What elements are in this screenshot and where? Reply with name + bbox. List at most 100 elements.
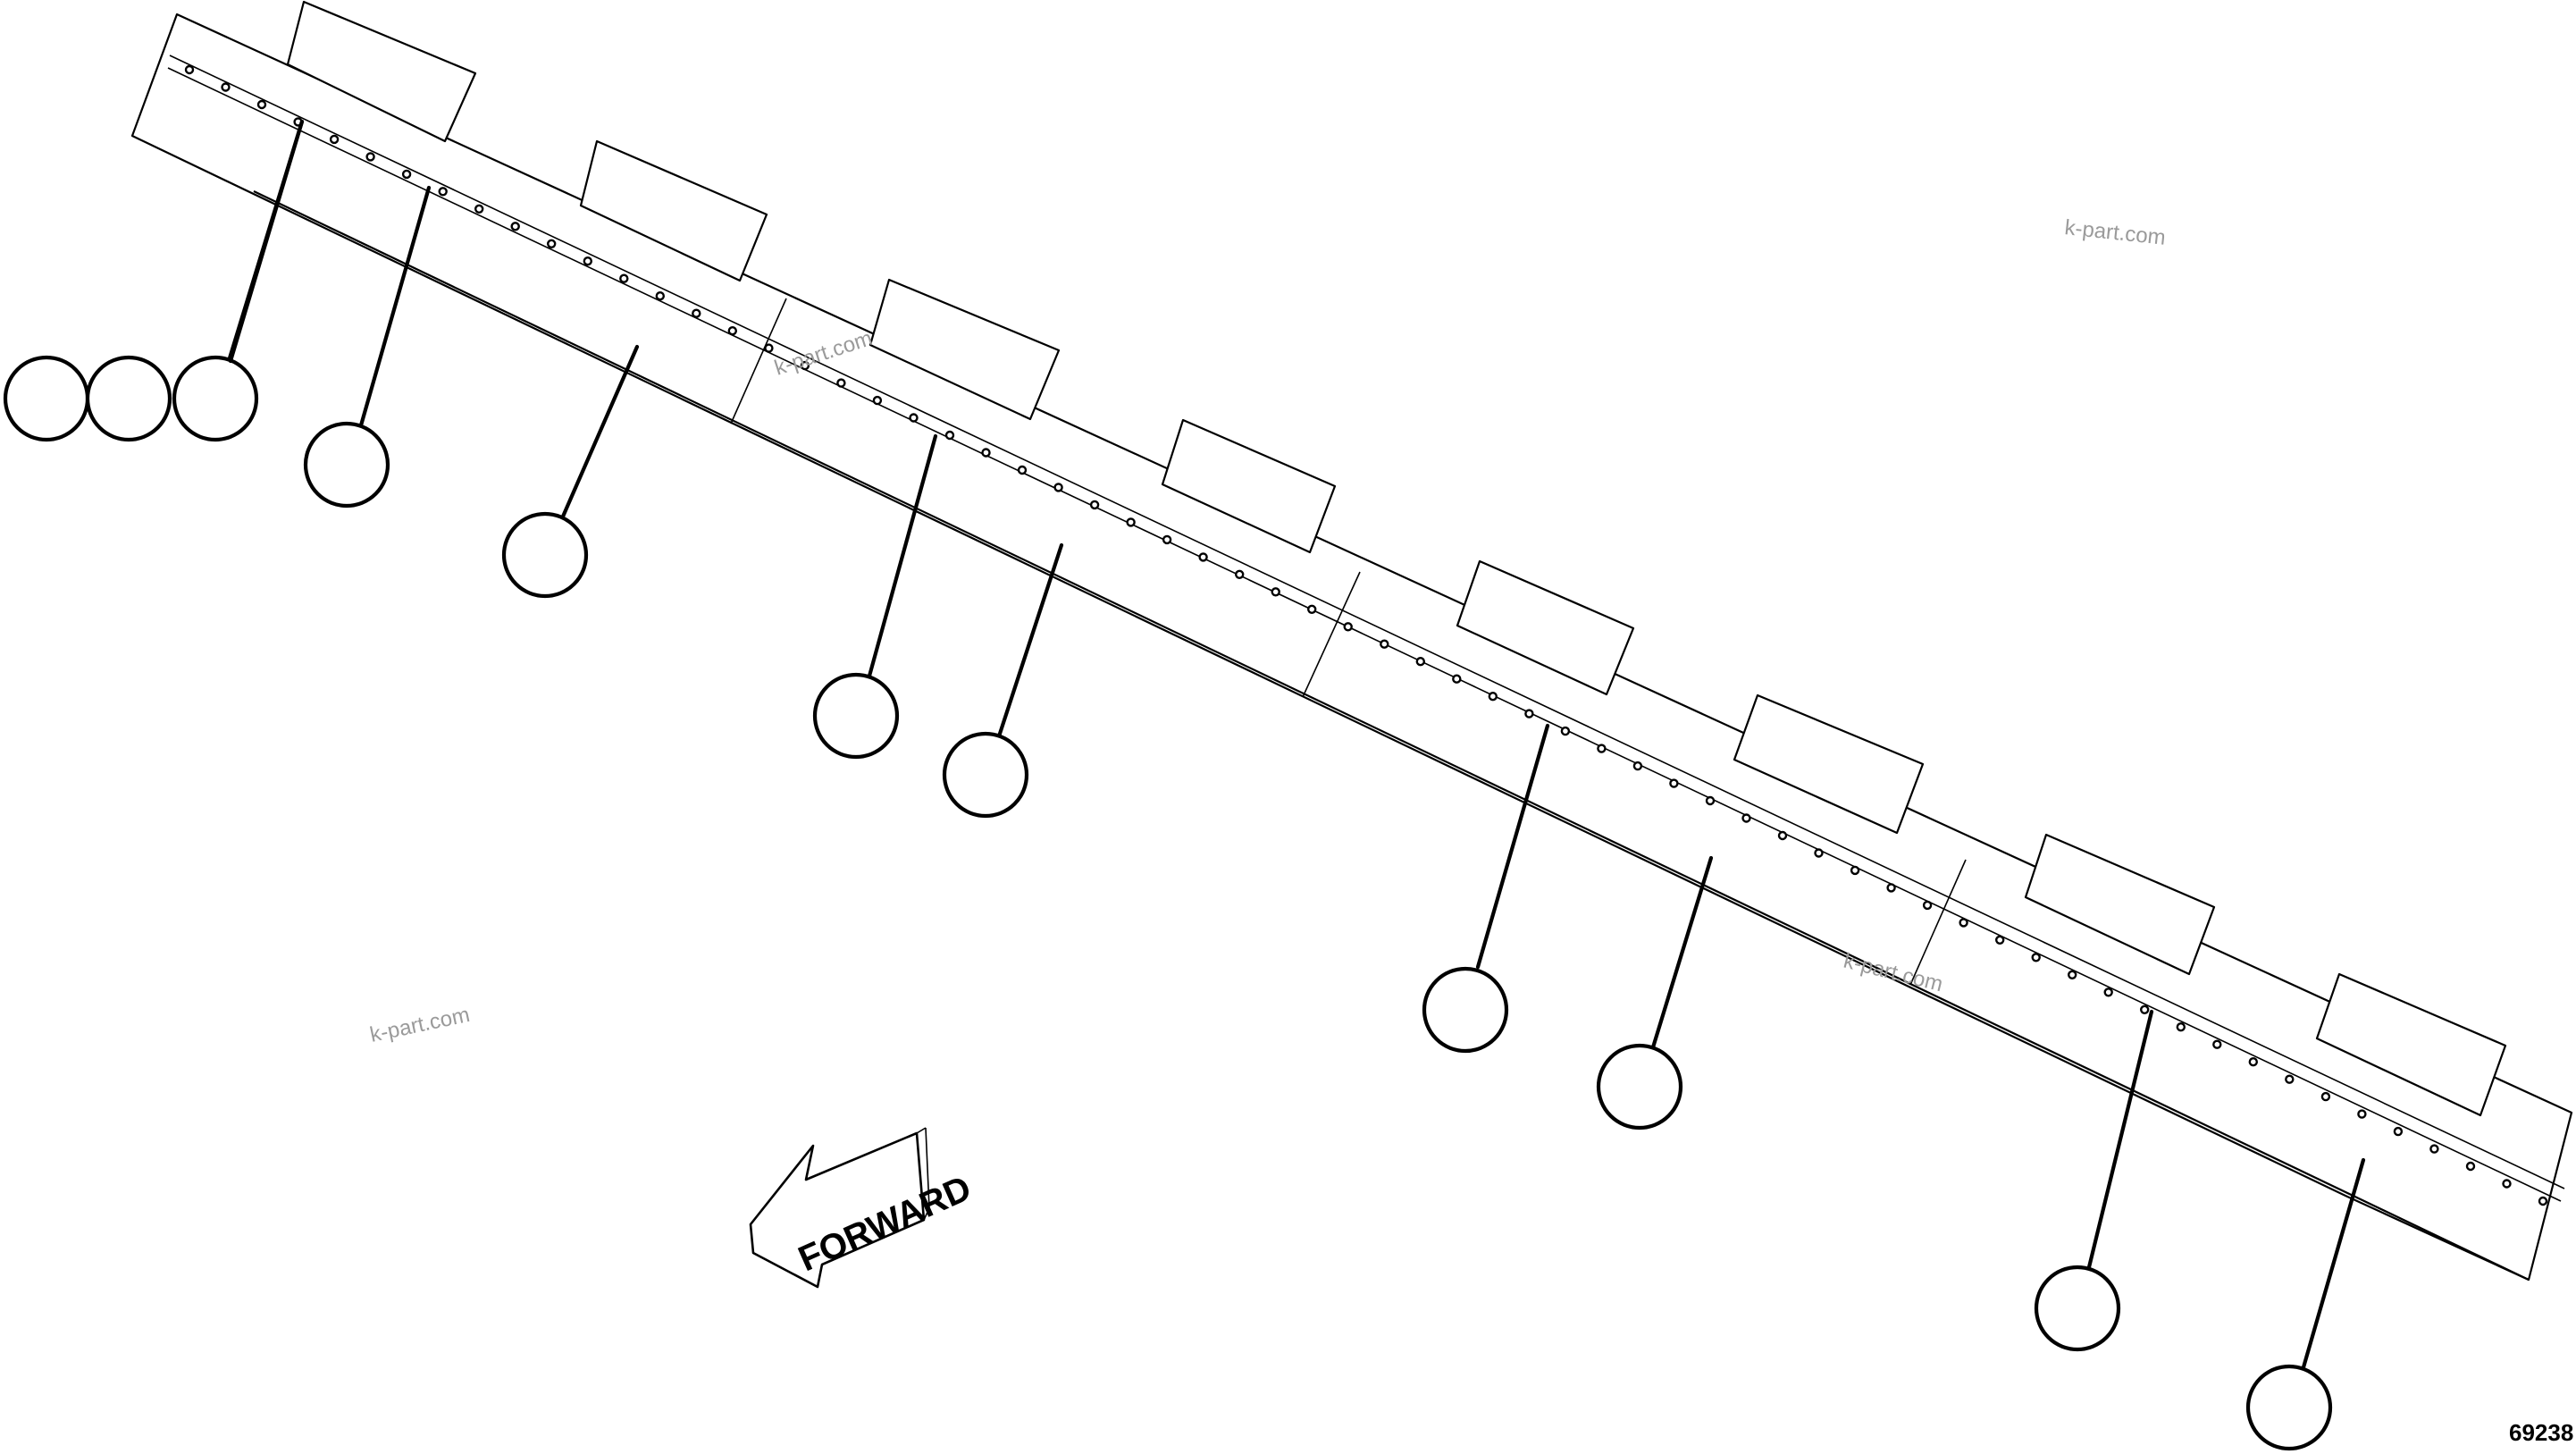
rail-hole	[2538, 1196, 2548, 1206]
leader-line	[560, 344, 640, 519]
rail-hole	[764, 343, 774, 353]
rail-hole	[2285, 1074, 2295, 1084]
rail-hole	[221, 82, 231, 92]
mounting-plate	[2315, 972, 2507, 1117]
rail-hole	[909, 413, 919, 423]
rail-hole	[1306, 604, 1317, 614]
rail-hole	[1271, 587, 1280, 597]
rail-hole	[981, 448, 991, 458]
watermark-text: k-part.com	[1842, 949, 1946, 997]
rail-hole	[692, 308, 701, 318]
rail-hole	[727, 326, 737, 336]
rail-hole	[1488, 692, 1498, 702]
rail-hole	[1198, 552, 1208, 562]
rail-hole	[2357, 1109, 2367, 1119]
rail-hole	[944, 430, 955, 441]
rail-hole	[256, 99, 267, 110]
rail-hole	[1089, 500, 1100, 510]
mounting-plate	[579, 139, 768, 282]
callout-circle	[812, 672, 900, 760]
rail-hole	[1343, 622, 1353, 632]
mounting-plates	[286, 0, 2507, 1117]
rail-inner-bottom-line	[167, 67, 2562, 1202]
leader-line	[358, 185, 432, 428]
rail-hole	[1850, 865, 1860, 876]
rail-hole	[474, 204, 484, 214]
figure-number: 69238	[2509, 1419, 2573, 1446]
rail-hole	[1777, 830, 1788, 841]
rail-hole	[1959, 918, 1968, 928]
forward-arrow-bevel	[925, 1127, 930, 1209]
rail-hole	[800, 360, 810, 371]
segment-joint-3	[1909, 859, 1967, 986]
rail-hole	[2212, 1039, 2222, 1049]
rail-hole	[1126, 517, 1136, 527]
watermark-text: k-part.com	[772, 326, 876, 381]
callout-circle	[2034, 1265, 2121, 1352]
rail-hole	[401, 169, 412, 180]
rail-hole	[2031, 953, 2041, 962]
rail-inner-top-line	[169, 55, 2565, 1189]
rail-hole	[2465, 1161, 2476, 1172]
rail-hole	[872, 395, 883, 406]
mounting-plate	[2024, 833, 2216, 976]
rail-hole	[1017, 465, 1028, 475]
rail-hole	[329, 134, 340, 145]
rail-outline	[130, 13, 2573, 1282]
segment-joint-1	[730, 298, 787, 424]
callout-circle	[2245, 1364, 2333, 1451]
rail-hole	[184, 64, 195, 75]
leader-line	[228, 119, 305, 364]
rail-hole	[1669, 778, 1679, 788]
rail-hole	[1415, 657, 1426, 667]
rail-hole	[2103, 988, 2113, 997]
rail-hole	[1162, 534, 1172, 545]
rail-hole	[619, 273, 629, 283]
callout-circle	[85, 355, 172, 442]
watermark-text: k-part.com	[368, 1003, 472, 1047]
callout-circle	[1422, 966, 1509, 1054]
rail-hole	[836, 378, 846, 388]
rail-hole	[655, 291, 665, 301]
rail-hole	[1524, 709, 1534, 719]
forward-arrow: FORWARD	[749, 1127, 977, 1289]
forward-arrow-bevel	[916, 1127, 927, 1134]
leader-line	[996, 542, 1064, 739]
callout-circle	[3, 355, 90, 442]
rail-hole	[510, 222, 520, 231]
mounting-plate	[1456, 559, 1635, 696]
rail-hole	[1560, 726, 1571, 736]
rail-hole	[1814, 848, 1824, 858]
mounting-plate	[1161, 418, 1337, 554]
mounting-plate	[868, 278, 1061, 421]
rail-hole	[1922, 900, 1933, 911]
watermark-text: k-part.com	[2063, 215, 2167, 250]
leader-lines	[226, 119, 2366, 1370]
rail-hole	[2429, 1144, 2439, 1154]
callout-circle	[501, 511, 589, 599]
forward-arrow-bevel	[923, 1207, 930, 1221]
rail-hole	[1705, 795, 1716, 806]
leader-line	[2086, 1009, 2154, 1270]
mounting-plate	[286, 0, 477, 143]
callout-circle	[942, 731, 1029, 819]
rail-assembly	[130, 13, 2573, 1282]
rail-hole	[2067, 970, 2077, 980]
rail-hole	[2502, 1179, 2512, 1189]
leader-line	[2301, 1157, 2366, 1370]
rail-hole	[2176, 1021, 2186, 1032]
rail-lower-edge	[253, 190, 2530, 1281]
rail-hole	[1452, 674, 1462, 684]
segment-joint-2	[1302, 571, 1361, 698]
rail-hole	[1597, 744, 1607, 753]
leader-line	[1650, 855, 1714, 1050]
watermarks: k-part.com k-part.com k-part.com k-part.…	[368, 215, 2167, 1047]
rail-hole	[1741, 813, 1751, 823]
callout-circle	[303, 421, 390, 508]
rail-hole	[547, 239, 557, 248]
rail-hole	[1380, 639, 1389, 649]
rail-hole	[2393, 1126, 2404, 1137]
rail-hole	[1632, 761, 1643, 771]
rail-hole	[438, 187, 448, 197]
